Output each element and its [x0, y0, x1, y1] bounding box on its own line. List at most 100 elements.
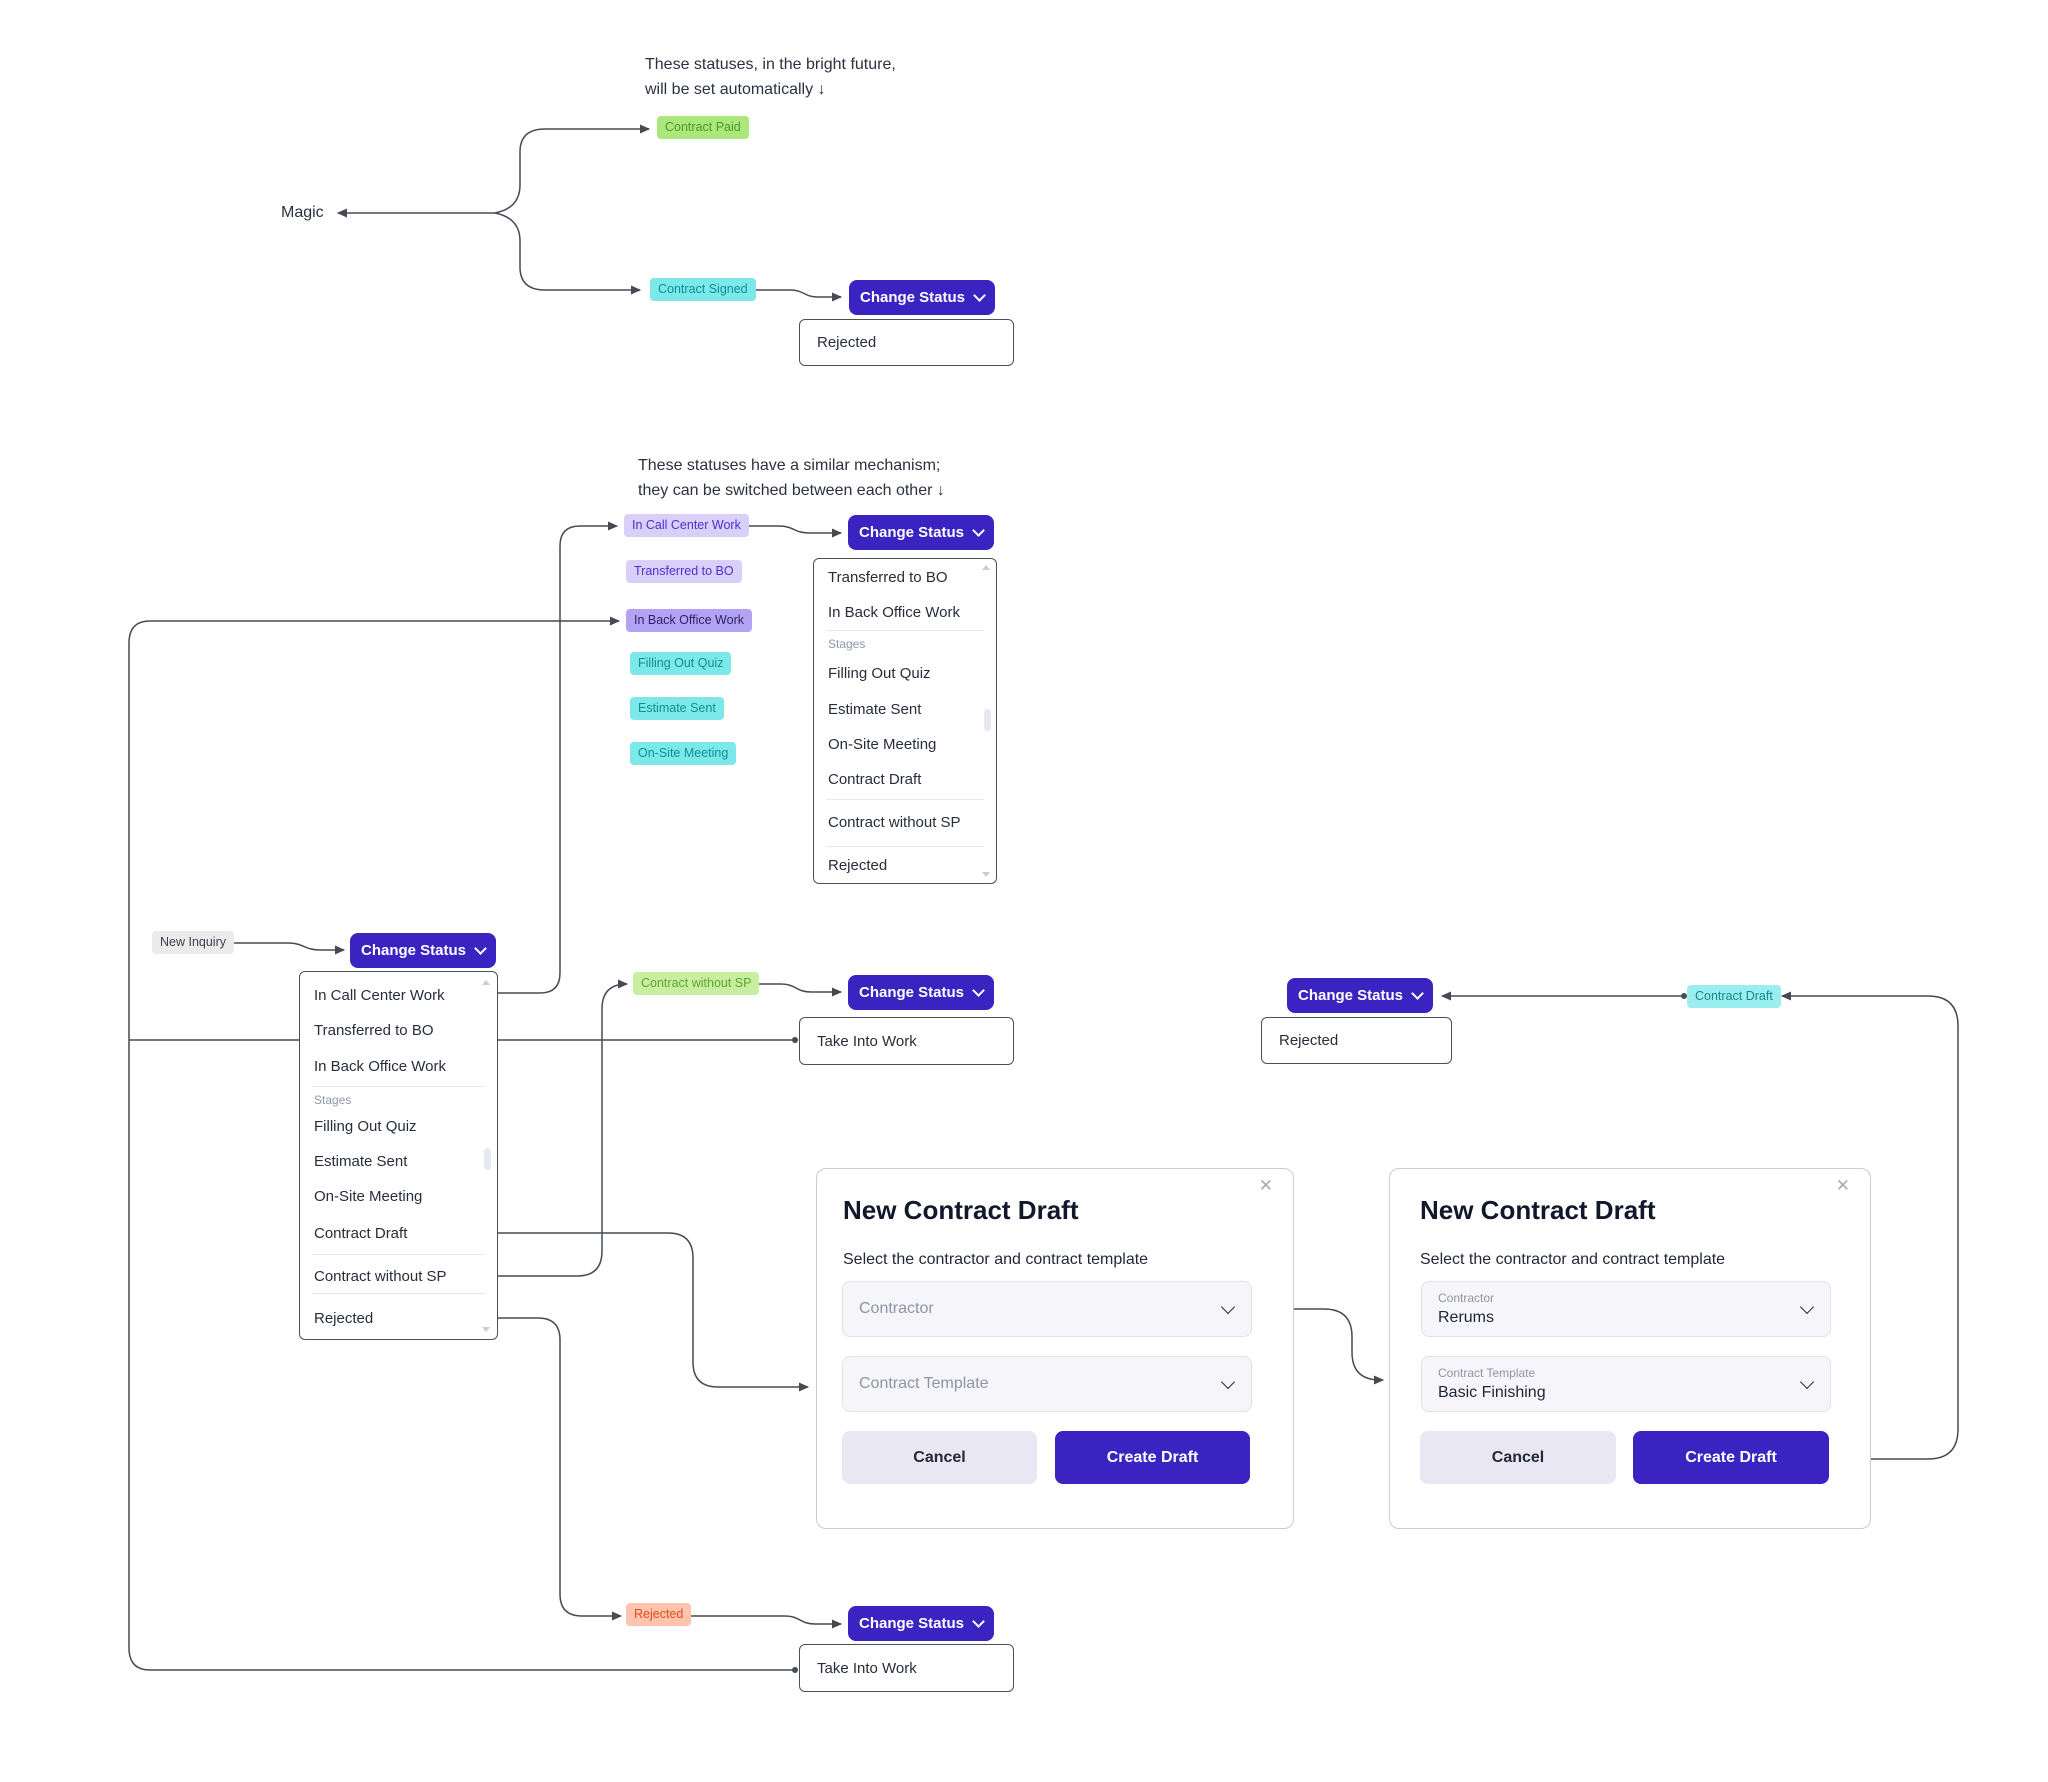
- chevron-down-icon: [1799, 1374, 1815, 1390]
- scrollbar-thumb[interactable]: [484, 1148, 491, 1170]
- annotation-switch-line2: they can be switched between each other …: [638, 482, 945, 499]
- menu-item-contract-draft[interactable]: Contract Draft: [828, 771, 922, 788]
- scroll-up-icon[interactable]: [982, 565, 990, 570]
- chevron-down-icon: [972, 1615, 985, 1628]
- status-menu-left: In Call Center Work Transferred to BO In…: [299, 971, 498, 1340]
- menu-divider: [312, 1254, 485, 1255]
- cancel-button[interactable]: Cancel: [842, 1431, 1037, 1484]
- annotation-auto-statuses: These statuses, in the bright future, wi…: [645, 52, 896, 102]
- modal-title: New Contract Draft: [843, 1195, 1079, 1225]
- template-value: Basic Finishing: [1438, 1384, 1546, 1401]
- menu-group-label-stages: Stages: [314, 1093, 352, 1107]
- badge-contract-paid: Contract Paid: [657, 116, 749, 139]
- menu-item-in-call-center-work[interactable]: In Call Center Work: [314, 987, 445, 1004]
- modal-subtitle: Select the contractor and contract templ…: [1420, 1251, 1726, 1268]
- modal-subtitle: Select the contractor and contract templ…: [843, 1251, 1149, 1268]
- change-status-button-left[interactable]: Change Status: [350, 933, 496, 968]
- menu-item-transferred-to-bo[interactable]: Transferred to BO: [828, 569, 948, 586]
- scroll-down-icon[interactable]: [982, 872, 990, 877]
- chevron-down-icon: [1411, 987, 1424, 1000]
- menu-item-rejected[interactable]: Rejected: [314, 1310, 374, 1327]
- menu-item-take-into-work-bottom[interactable]: Take Into Work: [799, 1644, 1014, 1692]
- badge-contract-signed: Contract Signed: [650, 278, 756, 301]
- scroll-down-icon[interactable]: [482, 1327, 490, 1332]
- new-contract-draft-modal-filled: ✕ New Contract Draft Select the contract…: [1389, 1168, 1871, 1529]
- template-label: Contract Template: [1438, 1366, 1536, 1380]
- contractor-select[interactable]: Contractor Rerums: [1421, 1281, 1831, 1337]
- menu-item-filling-out-quiz[interactable]: Filling Out Quiz: [314, 1118, 417, 1135]
- contract-template-select[interactable]: Contract Template: [842, 1356, 1252, 1412]
- chevron-down-icon: [1799, 1299, 1815, 1315]
- change-status-button-right[interactable]: Change Status: [1287, 978, 1433, 1013]
- change-status-button-middle[interactable]: Change Status: [848, 515, 994, 550]
- change-status-button-top[interactable]: Change Status: [849, 280, 995, 315]
- menu-item-estimate-sent[interactable]: Estimate Sent: [828, 701, 922, 718]
- change-status-label: Change Status: [360, 942, 466, 959]
- menu-divider: [312, 1086, 485, 1087]
- change-status-label: Change Status: [858, 524, 964, 541]
- menu-item-contract-without-sp[interactable]: Contract without SP: [314, 1268, 447, 1285]
- status-menu-middle: Transferred to BO In Back Office Work St…: [813, 558, 997, 884]
- change-status-label: Change Status: [858, 1615, 964, 1632]
- badge-in-back-office-work: In Back Office Work: [626, 609, 752, 632]
- menu-item-contract-without-sp[interactable]: Contract without SP: [828, 814, 961, 831]
- menu-item-in-back-office-work[interactable]: In Back Office Work: [828, 604, 960, 621]
- menu-item-in-back-office-work[interactable]: In Back Office Work: [314, 1058, 446, 1075]
- menu-divider: [826, 630, 984, 631]
- change-status-button-mid-right[interactable]: Change Status: [848, 975, 994, 1010]
- close-icon[interactable]: ✕: [1253, 1175, 1279, 1197]
- contractor-select[interactable]: Contractor: [842, 1281, 1252, 1337]
- badge-contract-without-sp: Contract without SP: [633, 972, 760, 995]
- contractor-value: Rerums: [1438, 1309, 1495, 1326]
- menu-group-label-stages: Stages: [828, 637, 866, 651]
- scrollbar-thumb[interactable]: [984, 709, 991, 731]
- chevron-down-icon: [972, 524, 985, 537]
- chevron-down-icon: [474, 942, 487, 955]
- badge-filling-out-quiz: Filling Out Quiz: [630, 652, 732, 675]
- chevron-down-icon: [972, 984, 985, 997]
- template-placeholder: Contract Template: [859, 1375, 989, 1392]
- chevron-down-icon: [973, 289, 986, 302]
- menu-divider: [312, 1293, 485, 1294]
- menu-divider: [826, 799, 984, 800]
- modal-title: New Contract Draft: [1420, 1195, 1656, 1225]
- create-draft-button[interactable]: Create Draft: [1055, 1431, 1250, 1484]
- menu-divider: [826, 846, 984, 847]
- change-status-label: Change Status: [859, 289, 965, 306]
- chevron-down-icon: [1220, 1374, 1236, 1390]
- menu-item-take-into-work-middle[interactable]: Take Into Work: [799, 1017, 1014, 1065]
- new-contract-draft-modal-empty: ✕ New Contract Draft Select the contract…: [816, 1168, 1294, 1529]
- badge-new-inquiry: New Inquiry: [152, 931, 234, 954]
- badge-contract-draft: Contract Draft: [1687, 985, 1781, 1008]
- badge-transferred-to-bo: Transferred to BO: [626, 560, 742, 583]
- menu-item-filling-out-quiz[interactable]: Filling Out Quiz: [828, 665, 931, 682]
- badge-rejected: Rejected: [626, 1603, 692, 1626]
- change-status-label: Change Status: [858, 984, 964, 1001]
- contract-template-select[interactable]: Contract Template Basic Finishing: [1421, 1356, 1831, 1412]
- menu-item-rejected-top[interactable]: Rejected: [799, 319, 1014, 366]
- chevron-down-icon: [1220, 1299, 1236, 1315]
- menu-item-rejected[interactable]: Rejected: [828, 857, 888, 874]
- change-status-label: Change Status: [1297, 987, 1403, 1004]
- scroll-up-icon[interactable]: [482, 980, 490, 985]
- annotation-switch-line1: These statuses have a similar mechanism;: [638, 457, 941, 474]
- menu-item-on-site-meeting[interactable]: On-Site Meeting: [828, 736, 937, 753]
- menu-item-on-site-meeting[interactable]: On-Site Meeting: [314, 1188, 423, 1205]
- close-icon[interactable]: ✕: [1830, 1175, 1856, 1197]
- menu-item-contract-draft[interactable]: Contract Draft: [314, 1225, 408, 1242]
- menu-item-transferred-to-bo[interactable]: Transferred to BO: [314, 1022, 434, 1039]
- badge-estimate-sent: Estimate Sent: [630, 697, 724, 720]
- badge-on-site-meeting: On-Site Meeting: [630, 742, 737, 765]
- magic-label: Magic: [281, 204, 324, 221]
- annotation-switch-statuses: These statuses have a similar mechanism;…: [638, 453, 945, 503]
- badge-in-call-center-work: In Call Center Work: [624, 514, 749, 537]
- menu-item-rejected-right[interactable]: Rejected: [1261, 1017, 1452, 1064]
- contractor-placeholder: Contractor: [859, 1300, 934, 1317]
- create-draft-button[interactable]: Create Draft: [1633, 1431, 1829, 1484]
- annotation-auto-line2: will be set automatically ↓: [645, 81, 826, 98]
- menu-item-estimate-sent[interactable]: Estimate Sent: [314, 1153, 408, 1170]
- change-status-button-bottom[interactable]: Change Status: [848, 1606, 994, 1641]
- cancel-button[interactable]: Cancel: [1420, 1431, 1616, 1484]
